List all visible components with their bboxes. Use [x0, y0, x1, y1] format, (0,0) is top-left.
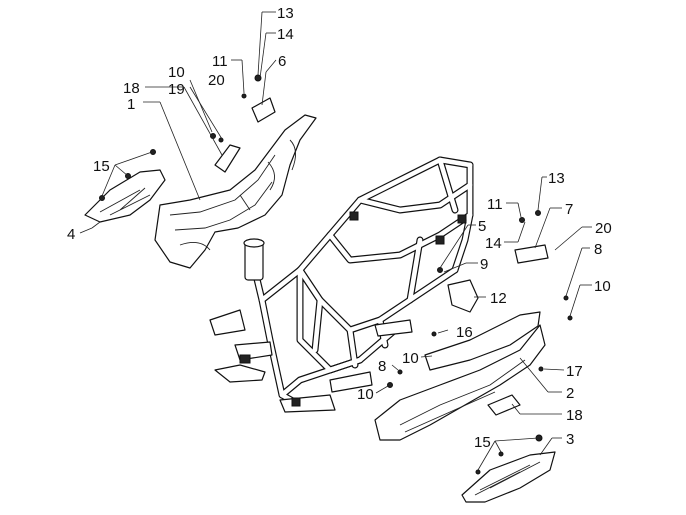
- screw-right-2: [519, 217, 525, 223]
- callout-5: 5: [478, 218, 486, 235]
- callout-12: 12: [490, 290, 507, 307]
- callout-8a: 8: [594, 241, 602, 258]
- callout-labels: 13 14 11 6 20 10 19 18 1 15 4 13 11 7 5 …: [67, 5, 612, 451]
- screw-right-1: [535, 210, 541, 216]
- callout-19: 19: [168, 81, 185, 98]
- callout-15a: 15: [93, 158, 110, 175]
- screw-top-2: [241, 93, 247, 99]
- main-frame: [209, 156, 474, 413]
- callout-16: 16: [456, 324, 473, 341]
- screw-top-4: [218, 137, 224, 143]
- cover-6-top: [251, 97, 276, 123]
- cover-18-bottom: [487, 394, 521, 416]
- callout-8b: 8: [378, 358, 386, 375]
- callout-20b: 20: [595, 220, 612, 237]
- callout-9: 9: [480, 256, 488, 273]
- callout-10d: 10: [357, 386, 374, 403]
- screw-right-3: [563, 295, 569, 301]
- callout-13b: 13: [548, 170, 565, 187]
- cover-18-top: [214, 144, 241, 173]
- screw-right-4: [567, 315, 573, 321]
- callout-1: 1: [127, 96, 135, 113]
- leader-lines: [79, 11, 592, 471]
- callout-18b: 18: [566, 407, 583, 424]
- bracket-12: [447, 279, 479, 313]
- callout-10a: 10: [168, 64, 185, 81]
- callout-13a: 13: [277, 5, 294, 22]
- callout-7: 7: [565, 201, 573, 218]
- screw-right-8: [397, 369, 403, 375]
- screw-right-5: [437, 267, 443, 273]
- callout-18a: 18: [123, 80, 140, 97]
- left-inner-panel: [84, 149, 166, 223]
- cover-7: [514, 244, 549, 264]
- callout-14b: 14: [485, 235, 502, 252]
- screw-right-9: [387, 382, 393, 388]
- callout-20a: 20: [208, 72, 225, 89]
- screw-right-6: [431, 331, 437, 337]
- callout-2: 2: [566, 385, 574, 402]
- callout-10c: 10: [402, 350, 419, 367]
- callout-15b: 15: [474, 434, 491, 451]
- callout-3: 3: [566, 431, 574, 448]
- callout-11b: 11: [487, 196, 503, 213]
- callout-6: 6: [278, 53, 286, 70]
- callout-17: 17: [566, 363, 583, 380]
- footboard-part: [461, 434, 556, 503]
- callout-11a: 11: [212, 53, 228, 70]
- legshield-part: [154, 114, 317, 269]
- screw-right-10: [538, 366, 544, 372]
- callout-4: 4: [67, 226, 75, 243]
- callout-10b: 10: [594, 278, 611, 295]
- callout-14a: 14: [277, 26, 294, 43]
- floor-panel: [374, 311, 546, 441]
